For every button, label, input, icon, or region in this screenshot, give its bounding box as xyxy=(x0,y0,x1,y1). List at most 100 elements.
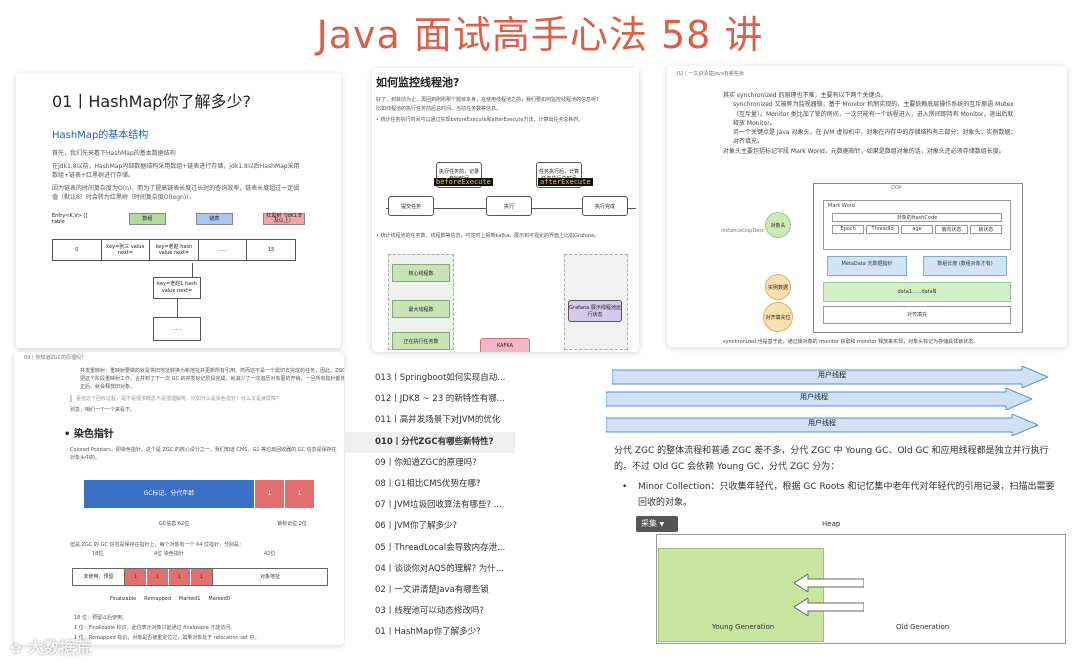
chain-node: key=老赵1 hash value next= xyxy=(153,277,201,299)
thread-label: 用户线程 xyxy=(818,371,846,379)
bit-cell: 1 xyxy=(125,569,147,585)
flow-done: 执行完成 xyxy=(582,196,628,216)
list-item[interactable]: 013丨Springboot如何实现自动... xyxy=(375,373,506,383)
zgc-bullet-text: Minor Collection：只收集年轻代，根据 GC Roots 和记忆集… xyxy=(638,482,1055,508)
bit-name: Marked0 xyxy=(208,596,230,602)
list-item[interactable]: 02丨一文讲清楚Java有哪些锁 xyxy=(375,584,489,595)
lock-label: 锁标记位 2位 xyxy=(277,521,307,527)
watermark: ✿ 大数据荒 xyxy=(10,634,91,658)
zgc-card[interactable]: 09丨你知道ZGC的原理吗? 并发重映射：重映射要做的就是将旧地址转换为新地址并… xyxy=(14,352,344,645)
card4-paragraph: 别急，咱们一个一个来看下。 xyxy=(70,407,136,413)
thread-label: 用户线程 xyxy=(800,393,828,401)
young-gen-label: Young Generation xyxy=(712,623,775,631)
card4-heading: • 染色指针 xyxy=(64,429,114,440)
field-cell: 锁状态 xyxy=(969,225,1003,234)
data-area: data1......dataN xyxy=(823,282,1011,302)
field-cell: 偏向状态 xyxy=(935,225,968,234)
watermark-text: 大数据荒 xyxy=(27,638,92,657)
seg-label: 42位 xyxy=(264,551,276,557)
list-item[interactable]: 08丨G1相比CMS优势在哪? xyxy=(375,478,481,489)
grafana-box: Grafana 展示线程池运行状态 xyxy=(568,300,622,322)
card1-heading: 01丨HashMap你了解多少? xyxy=(52,92,251,111)
metric-core: 核心线程数 xyxy=(392,264,450,282)
chain-end: ...... xyxy=(153,317,201,341)
address-seg: 对象地址 xyxy=(259,574,280,580)
collect-label: 采集 xyxy=(641,519,657,528)
card4-paragraph: Colored Pointers，即染色指针。这个是 ZGC 的核心设计之一。我… xyxy=(70,447,337,461)
card3-paragraph: 其实 synchronized 的原理也不难，主要有以下两个关键点。 xyxy=(723,92,887,99)
list-item-active[interactable]: 010丨分代ZGC有哪些新特性? xyxy=(345,431,515,453)
metadata-box: MetaData 元数据指针 xyxy=(827,256,907,276)
card3-breadcrumb: 02丨一文讲清楚Java有哪些锁 xyxy=(677,71,744,77)
left-arrow-icon xyxy=(794,574,864,592)
gc-info-label: GC信息 62位 xyxy=(158,521,190,527)
list-item[interactable]: 06丨JVM你了解多少? xyxy=(375,521,457,532)
metric-max: 最大线程数 xyxy=(392,300,450,318)
metric-running: 正在执行任务数 xyxy=(392,332,450,350)
list-item[interactable]: 04丨谈谈你对AQS的理解? 为什... xyxy=(375,563,504,574)
legend-array: 数组 xyxy=(128,212,166,225)
node-header: 对象头 xyxy=(765,212,791,238)
field-cell: age xyxy=(900,225,934,234)
card2-bullet: • 统计线程池的任务数、线程数等信息，可定时上报到kafka，展示到可视化的界面… xyxy=(376,233,600,239)
list-item[interactable]: 011丨高并发场景下对JVM的优化 xyxy=(375,415,501,426)
card1-paragraph: 因为链表的时间复杂度为O(n)，而为了提高链表长度过长时的查询效率，链表长度超过… xyxy=(52,184,300,202)
kafka-box: KAFKA xyxy=(480,338,530,352)
card2-paragraph: 好了，到目前为止，再回到刚刚那个题目本身，在使用线程池之前，我们要如何监控线程池… xyxy=(376,97,599,103)
page-title: Java 面试高手心法 58 讲 xyxy=(316,13,764,57)
caret-down-icon: ▼ xyxy=(659,521,665,528)
thread-arrow xyxy=(606,388,1032,410)
seg-label: 18位 xyxy=(92,551,104,557)
card3-paragraph: 对象头主要包括标记字段 Mark World，元数据指针，如果是数组对象的话，对… xyxy=(723,147,1005,155)
list-item[interactable]: 03丨线程池可以动态修改吗? xyxy=(375,606,484,617)
field-cell: ThreadId xyxy=(866,225,899,234)
bit-cell: 1 xyxy=(191,569,213,585)
card1-paragraph: 首先，我们先来看下HashMap的基本数据结构 xyxy=(52,150,176,157)
bit-cell: 1 xyxy=(147,569,169,585)
list-item[interactable]: 09丨你知道ZGC的原理吗? xyxy=(375,457,477,468)
arr-len-box: 数组长度 (数组对象才有) xyxy=(923,256,1007,276)
card2-bullet-text: 统计线程池的任务数、线程数等信息，可定时上报到kafka，展示到可视化的界面上比… xyxy=(380,233,600,239)
list-item[interactable]: 01丨HashMap你了解多少? xyxy=(375,627,481,638)
oop-label: OOP xyxy=(891,185,902,191)
zgc-bullet: •Minor Collection：只收集年轻代，根据 GC Roots 和记忆… xyxy=(622,482,1055,508)
bucket-cell: key=老赵 hash value next= xyxy=(150,239,199,260)
chat-bubble-icon: ✿ xyxy=(10,641,22,657)
list-item[interactable]: 012丨JDK8 ~ 23 的新特性有哪... xyxy=(375,394,505,405)
card1-paragraph: 在jdk1.8以前，HashMap内部数据结构采用数组+链表进行存储，jdk1.… xyxy=(52,162,300,180)
card4-bullet: 18 位：预留以后使用。 xyxy=(74,615,127,621)
card4-paragraph: 但是 ZGC 的 GC 信息是保存在指针上，每个对象有一个 64 位指针，分别是… xyxy=(70,542,245,548)
code-before: beforeExecute xyxy=(434,178,493,186)
card4-breadcrumb: 09丨你知道ZGC的原理吗? xyxy=(24,355,84,361)
pad-area: 对齐填充 xyxy=(823,306,1011,324)
bucket-cell: key=张三 value next= xyxy=(102,239,151,260)
generational-zgc-panel: 用户线程 用户线程 用户线程 分代 ZGC 的整体流程和普通 ZGC 差不多，分… xyxy=(606,362,1066,647)
card4-heading-text: 染色指针 xyxy=(73,429,114,440)
bucket-array: 0 key=张三 value next= key=老赵 hash value n… xyxy=(52,238,296,261)
bit-cell: 1 xyxy=(169,569,191,585)
list-item[interactable]: 07丨JVM垃圾回收算法有哪些? ... xyxy=(375,500,502,511)
young-gen xyxy=(658,548,824,642)
bucket-cell: ...... xyxy=(199,239,248,260)
card3-bullet: synchronized 又被称为监视器锁，基于 Monitor 机制实现的，主… xyxy=(733,101,1014,127)
card4-quote: 看完这个回收过程，是不是很多概念不是很理解呢，比如什么是染色指针？什么又是读屏障… xyxy=(70,395,340,402)
card4-bullet: 1 位：Remapped 标识，对象是否被重定位过，如果对象处于 relocat… xyxy=(74,635,260,641)
gc-bar: GC标记、分代年龄 xyxy=(84,480,254,508)
hashmap-card[interactable]: 01丨HashMap你了解多少? HashMap的基本结构 首先，我们先来看下H… xyxy=(16,73,341,348)
card2-bullet-text: 统计任务执行时间可以通过实现beforeExecute和afterExecute… xyxy=(380,117,584,123)
thread-label: 用户线程 xyxy=(808,419,836,427)
flow-execute: 执行 xyxy=(486,196,532,216)
flow-submit: 提交任务 xyxy=(388,196,434,216)
thread-pool-card[interactable]: 如何监控线程池? 好了，到目前为止，再回到刚刚那个题目本身，在使用线程池之前，我… xyxy=(372,68,639,352)
locks-card[interactable]: 02丨一文讲清楚Java有哪些锁 其实 synchronized 的原理也不难，… xyxy=(667,66,1067,347)
thread-arrow xyxy=(612,366,1048,388)
legend-rbtree: 红黑树（jdk1.8及以上） xyxy=(262,212,305,225)
collect-dropdown[interactable]: 采集 ▼ xyxy=(636,516,678,532)
lock-bit: 1 xyxy=(284,480,314,508)
entry-label: Entry<K,V> [] table xyxy=(52,212,88,225)
list-item[interactable]: 05丨ThreadLocal会导致内存泄... xyxy=(375,542,506,553)
card4-bullet: 1 位：Finalizable 标识，此位表示对象只能通过 finalizabl… xyxy=(74,625,236,631)
bit-name: Remapped xyxy=(144,596,171,602)
card1-subheading: HashMap的基本结构 xyxy=(52,130,149,141)
card3-bullet: 另一个关键点是 Java 对象头，在 JVM 虚拟机中，对象在内存中的存储结构有… xyxy=(733,129,1017,146)
